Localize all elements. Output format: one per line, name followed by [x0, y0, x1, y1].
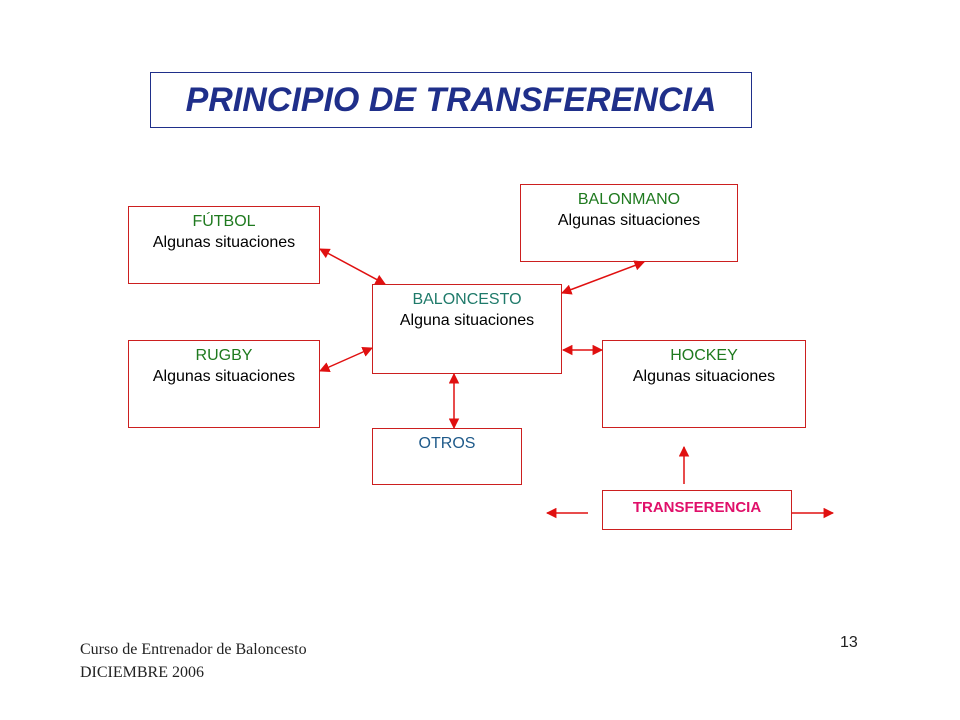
- node-otros: OTROS: [372, 428, 522, 485]
- node-baloncesto-sub: Alguna situaciones: [399, 312, 535, 329]
- node-futbol-sub: Algunas situaciones: [152, 234, 296, 251]
- title-box: PRINCIPIO DE TRANSFERENCIA: [150, 72, 752, 128]
- node-rugby: RUGBY Algunas situaciones: [128, 340, 320, 428]
- arrow-futbol-baloncesto: [319, 248, 386, 285]
- node-baloncesto: BALONCESTO Alguna situaciones: [372, 284, 562, 374]
- node-rugby-sub: Algunas situaciones: [152, 368, 296, 385]
- node-baloncesto-name: BALONCESTO: [412, 291, 522, 308]
- node-transferencia: TRANSFERENCIA: [602, 490, 792, 530]
- node-futbol: FÚTBOL Algunas situaciones: [128, 206, 320, 284]
- footer-date: DICIEMBRE 2006: [80, 664, 204, 681]
- node-hockey-name: HOCKEY: [670, 347, 738, 364]
- node-transferencia-name: TRANSFERENCIA: [632, 499, 762, 516]
- page-number: 13: [840, 634, 858, 651]
- footer: Curso de Entrenador de Baloncesto DICIEM…: [80, 638, 307, 684]
- slide-title: PRINCIPIO DE TRANSFERENCIA: [185, 80, 717, 119]
- arrow-rugby-baloncesto: [319, 347, 373, 372]
- node-futbol-name: FÚTBOL: [192, 213, 256, 230]
- node-hockey: HOCKEY Algunas situaciones: [602, 340, 806, 428]
- node-hockey-sub: Algunas situaciones: [632, 368, 776, 385]
- node-balonmano-sub: Algunas situaciones: [557, 212, 701, 229]
- node-rugby-name: RUGBY: [195, 347, 253, 364]
- footer-course: Curso de Entrenador de Baloncesto: [80, 641, 307, 658]
- node-balonmano-name: BALONMANO: [577, 191, 681, 208]
- arrow-balonmano-baloncesto: [561, 260, 645, 295]
- node-otros-name: OTROS: [418, 435, 476, 452]
